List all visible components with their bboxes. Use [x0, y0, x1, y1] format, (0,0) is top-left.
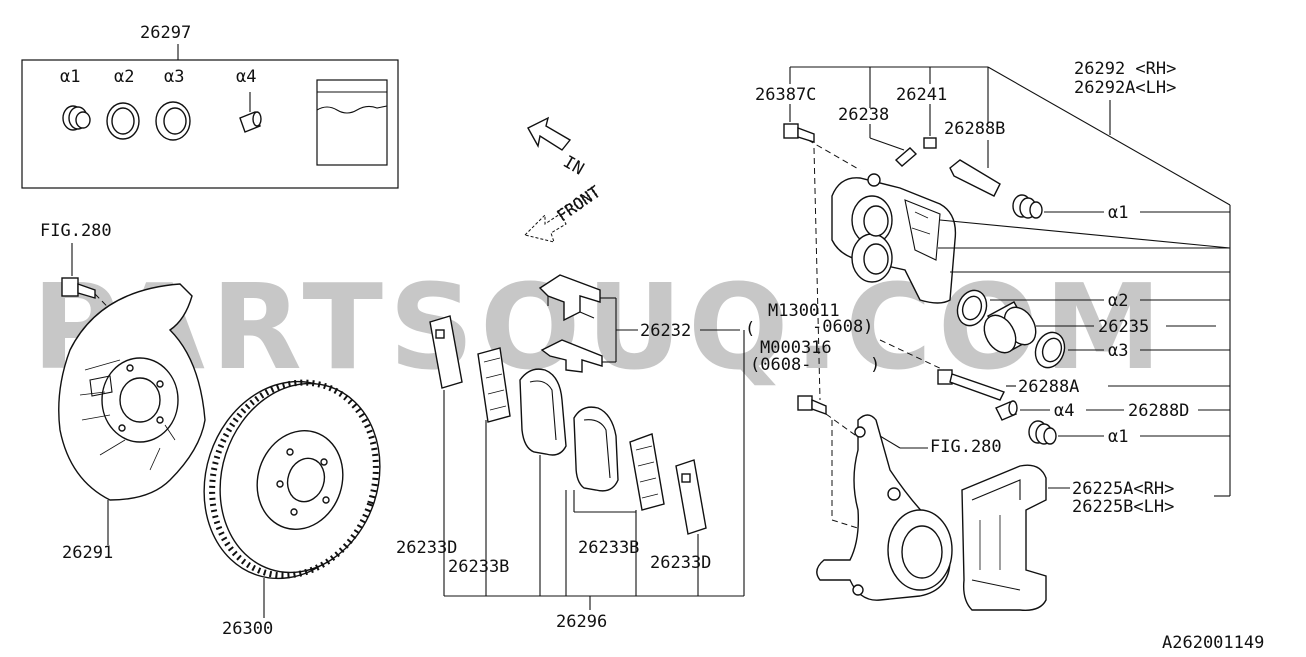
a2-label: α2 — [1108, 291, 1128, 311]
kit-dust-seal-drawing — [155, 101, 191, 141]
kit-grease-bag-drawing — [316, 79, 388, 166]
fig280-top-label: FIG.280 — [40, 221, 112, 241]
m130011-label: M130011 — [768, 301, 840, 321]
part-26233D-right-label: 26233D — [650, 553, 711, 573]
a4-label: α4 — [1054, 401, 1074, 421]
caliper-bracket-drawing — [961, 464, 1047, 611]
steering-knuckle-drawing — [816, 414, 953, 601]
in-arrow-label: IN — [560, 152, 588, 180]
kit-seal-drawing — [106, 102, 140, 140]
shim-inner-left-drawing — [477, 347, 511, 423]
kit-item-a3-label: α3 — [164, 67, 184, 87]
shim-outer-right-drawing — [675, 459, 707, 535]
brake-rotor-drawing — [203, 379, 381, 580]
part-26288B-label: 26288B — [944, 119, 1005, 139]
front-arrow-label: FRONT — [553, 182, 604, 225]
bracket-bolt-drawing — [797, 395, 827, 415]
figure-code-label: A262001149 — [1162, 633, 1264, 653]
part-26241-label: 26241 — [896, 85, 947, 105]
part-26288D-label: 26288D — [1128, 401, 1189, 421]
dust-seal-a3-drawing — [1034, 331, 1066, 369]
part-26292a-lh-label: 26292A<LH> — [1074, 78, 1176, 98]
backing-plate-drawing — [58, 283, 206, 501]
pad-left-drawing — [519, 368, 567, 456]
a3-label: α3 — [1108, 341, 1128, 361]
part-26291-label: 26291 — [62, 543, 113, 563]
kit-sleeve-drawing — [239, 92, 262, 133]
bleeder-26238-drawing — [894, 147, 918, 167]
front-arrow: FRONT — [524, 182, 604, 243]
part-26225a-rh-label: 26225A<RH> — [1072, 479, 1174, 499]
part-26233B-right-label: 26233B — [578, 538, 639, 558]
shim-outer-left-drawing — [429, 315, 463, 389]
pin-26288a-drawing — [937, 369, 1005, 401]
pad-clip-upper-drawing — [538, 274, 601, 322]
a1-bottom-label: α1 — [1108, 427, 1128, 447]
sleeve-a4-drawing — [995, 400, 1018, 421]
part-26288A-label: 26288A — [1018, 377, 1079, 397]
caliper-bolt-26387c-drawing — [783, 104, 815, 143]
piston-26235-drawing — [983, 301, 1037, 354]
watermark-text: PARTSOUQ.COM — [32, 258, 1168, 396]
piston-seal-a2-drawing — [956, 289, 988, 327]
part-26232-label: 26232 — [640, 321, 691, 341]
part-26238-label: 26238 — [838, 105, 889, 125]
m000316-label: M000316 — [760, 338, 832, 358]
part-26387C-label: 26387C — [755, 85, 816, 105]
kit-boot-drawing — [62, 105, 91, 131]
part-26296-label: 26296 — [556, 612, 607, 632]
a1-top-label: α1 — [1108, 203, 1128, 223]
part-26233D-left-label: 26233D — [396, 538, 457, 558]
pad-right-drawing — [573, 406, 619, 492]
backing-bolt-drawing — [61, 277, 96, 299]
m000316-range-label: (0608- — [750, 355, 811, 375]
kit-item-a4-label: α4 — [236, 67, 256, 87]
kit-number-label: 26297 — [140, 23, 191, 43]
pin-26288b-drawing — [949, 140, 1001, 197]
m000316-paren: ) — [870, 355, 880, 375]
fig280-mid-label: FIG.280 — [930, 437, 1002, 457]
part-26292-rh-label: 26292 <RH> — [1074, 59, 1176, 79]
part-26233B-left-label: 26233B — [448, 557, 509, 577]
kit-box — [21, 59, 399, 189]
shim-inner-right-drawing — [629, 433, 665, 511]
boot-a1-bottom-drawing — [1028, 420, 1057, 445]
part-26235-label: 26235 — [1098, 317, 1149, 337]
in-arrow: IN — [527, 116, 588, 180]
m130011-paren: ( — [745, 319, 755, 339]
kit-item-a2-label: α2 — [114, 67, 134, 87]
part-26300-label: 26300 — [222, 619, 273, 639]
m130011-range-label: -0608) — [812, 317, 873, 337]
pad-clip-lower-drawing — [540, 339, 603, 373]
cap-26241-drawing — [923, 104, 937, 149]
kit-group: 26297 α1 α2 α3 α4 — [21, 23, 399, 189]
boot-a1-top-drawing — [1012, 194, 1043, 219]
caliper-body-drawing — [831, 173, 957, 304]
part-26225b-lh-label: 26225B<LH> — [1072, 497, 1174, 517]
kit-item-a1-label: α1 — [60, 67, 80, 87]
